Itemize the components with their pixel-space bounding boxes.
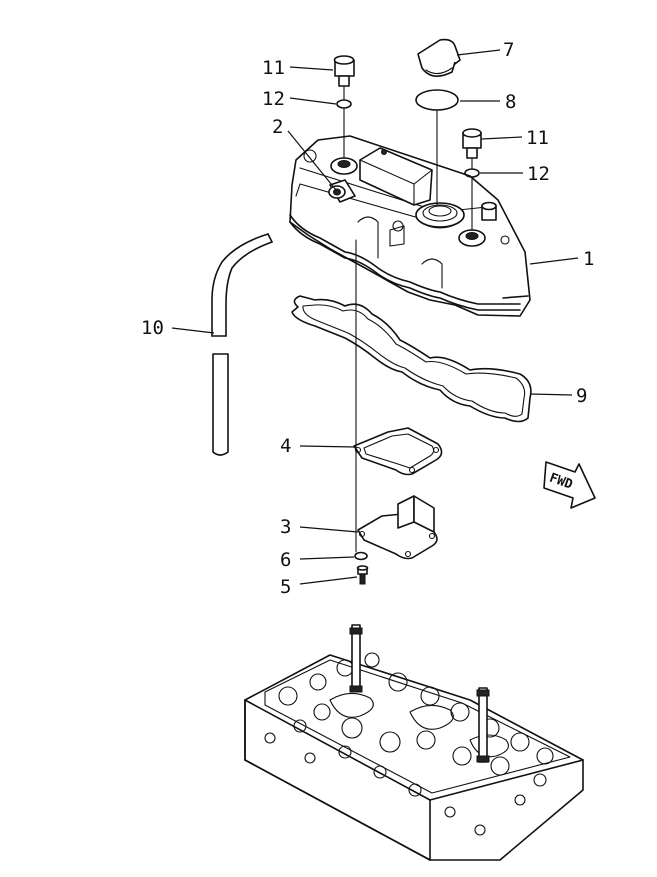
part-5-screw — [356, 565, 369, 585]
part-12-washer-right — [464, 168, 480, 178]
callout-10: 10 — [141, 317, 164, 339]
oil-filler-neck — [415, 202, 465, 229]
part-4-plate-gasket — [353, 427, 443, 476]
part-11-bolt-left — [333, 55, 355, 87]
callout-11-left: 11 — [262, 57, 285, 79]
callout-12-right: 12 — [527, 163, 550, 185]
part-7-filler-cap — [417, 38, 461, 77]
part-6-washer — [354, 551, 368, 561]
callout-6: 6 — [280, 549, 291, 571]
part-9-gasket — [291, 295, 532, 423]
part-3-breather-plate — [357, 495, 438, 560]
valve-stud-right — [476, 687, 490, 763]
callout-12-left: 12 — [262, 88, 285, 110]
valve-stud-left — [349, 624, 363, 693]
part-12-washer-left — [336, 99, 352, 109]
callout-2: 2 — [272, 116, 283, 138]
cover-stud — [481, 201, 497, 221]
callout-11-right: 11 — [526, 127, 549, 149]
part-8-o-ring — [415, 89, 459, 111]
breather-box — [359, 147, 433, 206]
callout-labels: 11 12 2 7 8 11 12 1 9 10 4 3 6 5 — [141, 39, 594, 598]
callout-3: 3 — [280, 516, 291, 538]
callout-8: 8 — [505, 91, 516, 113]
leader-lines — [171, 49, 579, 585]
bolt-boss-right — [458, 229, 486, 247]
part-11-bolt-right — [462, 128, 482, 159]
fwd-direction-arrow: FWD — [543, 461, 596, 509]
callout-7: 7 — [503, 39, 514, 61]
callout-5: 5 — [280, 576, 291, 598]
part-10-breather-hose — [211, 233, 273, 456]
cylinder-head — [244, 624, 584, 861]
callout-9: 9 — [576, 385, 587, 407]
part-2-breather-pipe — [328, 179, 356, 203]
assembly-lines — [343, 85, 473, 553]
callout-4: 4 — [280, 435, 291, 457]
callout-1: 1 — [583, 248, 594, 270]
bolt-boss-left — [330, 157, 358, 175]
